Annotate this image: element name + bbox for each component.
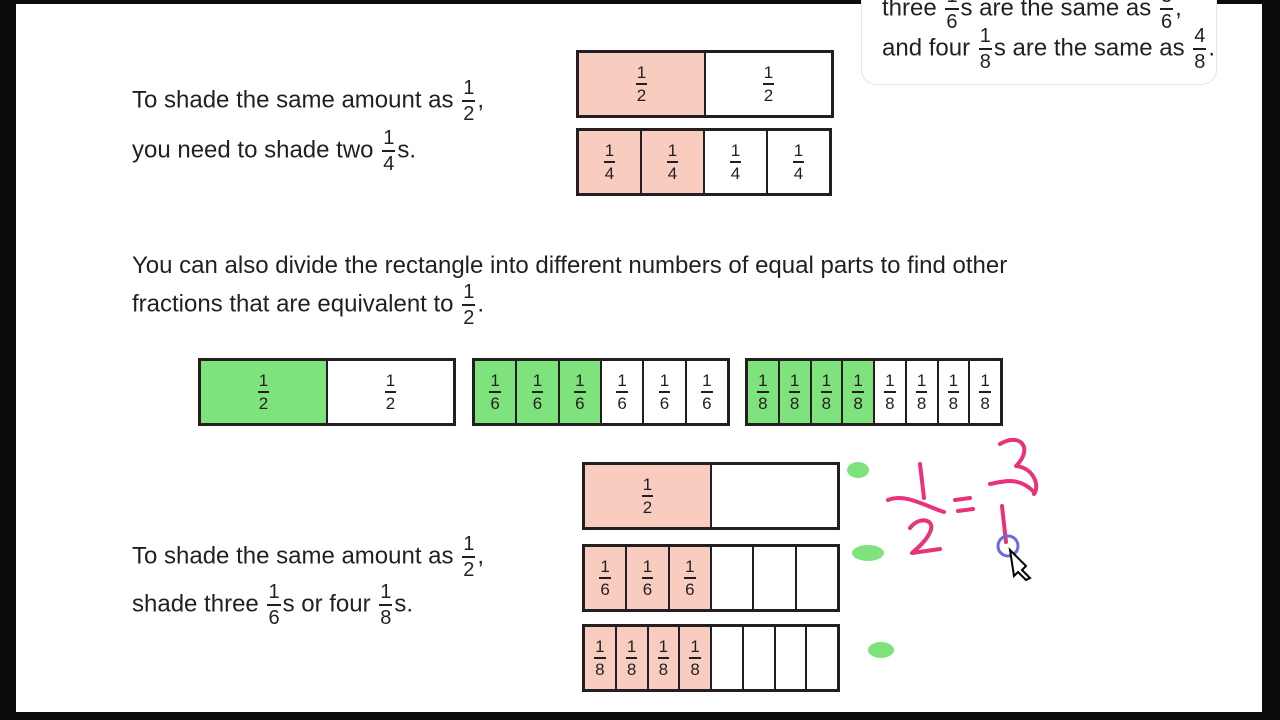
fraction: 16 xyxy=(945,0,959,32)
bar-cell xyxy=(709,547,752,609)
bar-cell xyxy=(773,627,806,689)
top-edge xyxy=(0,0,1280,4)
fraction: 36 xyxy=(1159,0,1174,32)
green-dots xyxy=(847,462,894,658)
green-dot xyxy=(868,642,894,658)
para-line-1: You can also divide the rectangle into d… xyxy=(132,252,1008,279)
bar-cell xyxy=(805,627,837,689)
bar-cell xyxy=(741,627,774,689)
cursor-ring xyxy=(996,534,1020,558)
bar-cell xyxy=(794,547,837,609)
green-dot xyxy=(847,462,869,478)
green-dot xyxy=(852,545,884,561)
callout-line-1: three 16s are the same as 36, xyxy=(882,0,1182,32)
bar-cell xyxy=(710,465,837,527)
right-edge xyxy=(1262,0,1280,720)
bar-cell xyxy=(710,627,742,689)
bar-cell xyxy=(752,547,794,609)
callout-box: three 16s are the same as 36, and four 1… xyxy=(862,0,1216,84)
left-edge xyxy=(0,0,16,720)
handwritten-equation xyxy=(886,437,1039,555)
pointer-icon xyxy=(1008,547,1032,582)
bottom-edge xyxy=(0,712,1280,720)
